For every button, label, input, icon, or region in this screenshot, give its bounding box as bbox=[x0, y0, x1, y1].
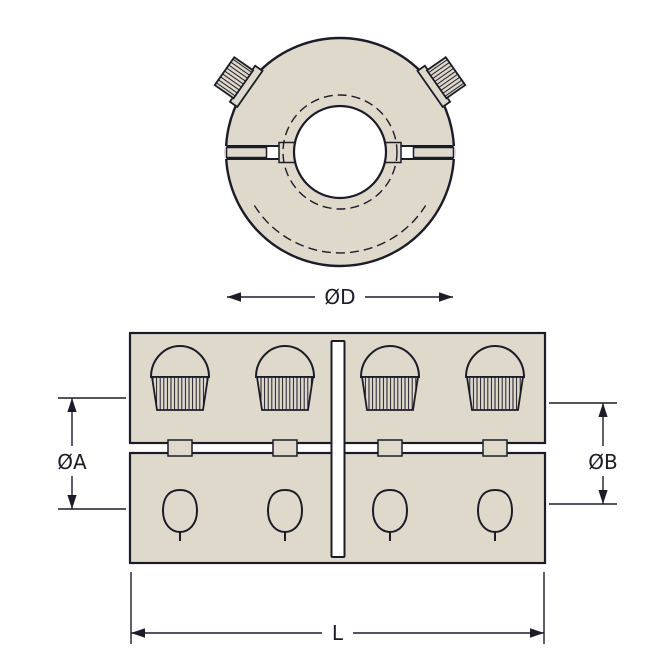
split-boss bbox=[377, 439, 403, 457]
screw-knurl-head bbox=[425, 55, 467, 100]
clamp-screw-head-left bbox=[213, 55, 264, 109]
hidden-bore-circle bbox=[282, 94, 398, 210]
split-boss-right bbox=[412, 146, 455, 159]
cap-screw bbox=[359, 345, 421, 411]
dimension-label-b: ØB bbox=[588, 450, 617, 474]
dimension-arrow-down bbox=[598, 490, 608, 504]
hole-outline bbox=[161, 488, 199, 534]
dimension-length: L bbox=[130, 572, 545, 645]
hole-outline bbox=[476, 488, 514, 534]
hidden-line-arc bbox=[253, 205, 427, 254]
dimension-arrow-left bbox=[227, 292, 241, 302]
dimension-arrow-up bbox=[67, 398, 77, 412]
dimension-bore-b: ØB bbox=[549, 402, 618, 505]
screw-knurl-head bbox=[213, 55, 255, 100]
screw-dome bbox=[149, 345, 211, 378]
dimension-arrow-left bbox=[131, 628, 145, 638]
split-boss bbox=[272, 439, 298, 457]
screw-knurl bbox=[360, 376, 420, 411]
clamp-screw-head-right bbox=[416, 55, 467, 109]
dimension-arrow-right bbox=[439, 292, 453, 302]
hole-outline bbox=[371, 488, 409, 534]
screw-knurl bbox=[465, 376, 525, 411]
side-view: ØA ØB L bbox=[57, 331, 618, 645]
cap-screw bbox=[149, 345, 211, 411]
screw-dome bbox=[464, 345, 526, 378]
dimension-arrow-down bbox=[67, 495, 77, 509]
bore-circle bbox=[292, 104, 388, 200]
screw-knurl bbox=[255, 376, 315, 411]
end-view: ØD bbox=[213, 36, 467, 309]
split-boss bbox=[167, 439, 193, 457]
screw-dome bbox=[254, 345, 316, 378]
screw-dome bbox=[359, 345, 421, 378]
dimension-outer-diameter: ØD bbox=[227, 285, 453, 309]
screw-hole bbox=[476, 488, 514, 541]
dimension-label-l: L bbox=[332, 621, 344, 645]
dimension-label-od: ØD bbox=[324, 285, 355, 309]
split-boss-left bbox=[225, 146, 268, 159]
dimension-arrow-up bbox=[598, 403, 608, 417]
screw-hole bbox=[371, 488, 409, 541]
hole-outline bbox=[266, 488, 304, 534]
screw-knurl bbox=[150, 376, 210, 411]
cap-screw bbox=[254, 345, 316, 411]
dimension-label-a: ØA bbox=[57, 450, 87, 474]
split-boss bbox=[482, 439, 508, 457]
clamp-slot bbox=[330, 340, 346, 558]
screw-hole bbox=[266, 488, 304, 541]
dimension-arrow-right bbox=[530, 628, 544, 638]
cap-screw bbox=[464, 345, 526, 411]
screw-hole bbox=[161, 488, 199, 541]
dimension-bore-a: ØA bbox=[57, 397, 126, 510]
